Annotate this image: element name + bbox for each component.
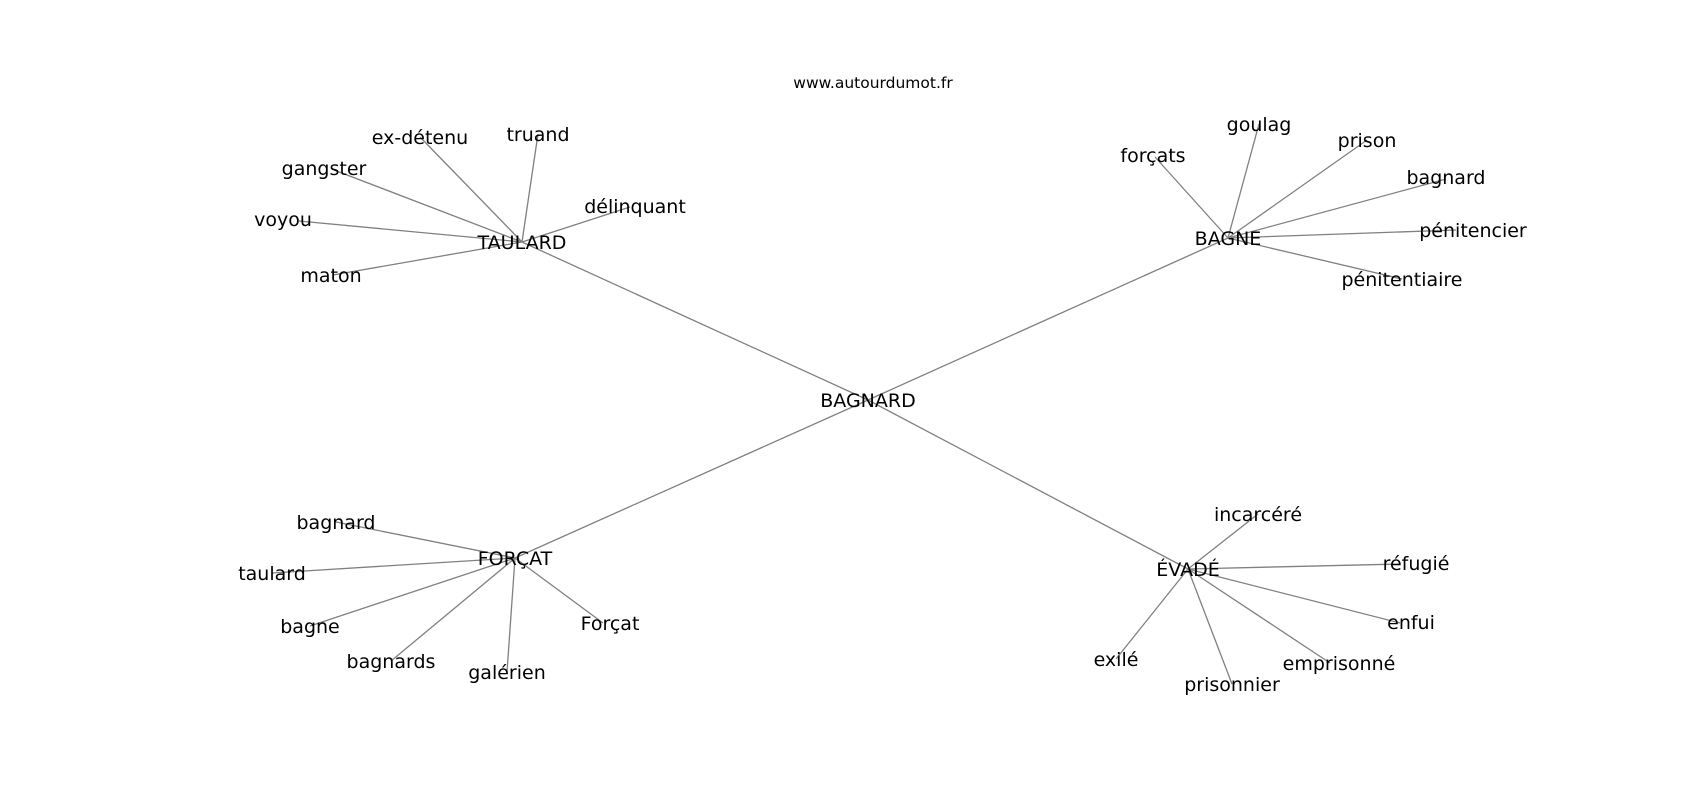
leaf-node-taulard-2[interactable]: gangster	[282, 158, 367, 180]
edge-forcat-to-leaf-5	[506, 557, 516, 673]
edge-bagne-to-leaf-2	[1227, 139, 1368, 239]
edge-evade-to-leaf-4	[1187, 568, 1331, 664]
leaf-node-evade-2[interactable]: enfui	[1387, 612, 1435, 634]
edge-evade-to-leaf-5	[1187, 568, 1233, 685]
leaf-node-taulard-5[interactable]: maton	[300, 265, 361, 287]
edge-taulard-to-leaf-2	[333, 169, 523, 243]
leaf-node-forcat-5[interactable]: galérien	[468, 662, 546, 684]
edge-bagne-to-leaf-3	[1227, 178, 1447, 239]
leaf-node-forcat-4[interactable]: bagnards	[347, 651, 436, 673]
edges-layer	[271, 123, 1457, 685]
leaf-node-taulard-4[interactable]: voyou	[254, 209, 312, 231]
leaf-node-taulard-1[interactable]: truand	[506, 124, 569, 146]
edge-bagne-to-leaf-1	[1154, 156, 1229, 239]
edge-evade-to-leaf-2	[1187, 568, 1401, 624]
edge-forcat-to-leaf-1	[271, 557, 516, 574]
leaf-node-evade-0[interactable]: incarcéré	[1214, 504, 1302, 526]
edge-evade-to-leaf-1	[1187, 563, 1401, 570]
leaf-node-bagne-2[interactable]: prison	[1338, 130, 1397, 152]
leaf-node-bagne-0[interactable]: goulag	[1227, 114, 1292, 136]
labels-layer: BAGNARD TAULARD ex-détenu truand gangster dél…	[238, 114, 1527, 696]
leaf-node-forcat-0[interactable]: bagnard	[297, 512, 376, 534]
edge-evade-to-leaf-3	[1115, 568, 1189, 660]
leaf-node-evade-4[interactable]: emprisonné	[1283, 653, 1396, 675]
leaf-node-evade-3[interactable]: exilé	[1094, 649, 1139, 671]
hub-node-evade[interactable]: ÉVADÉ	[1156, 558, 1219, 581]
hub-node-forcat[interactable]: FORÇAT	[478, 548, 553, 570]
hub-node-bagne[interactable]: BAGNE	[1195, 228, 1262, 250]
leaf-node-taulard-0[interactable]: ex-détenu	[372, 127, 468, 149]
leaf-node-bagne-1[interactable]: forçats	[1120, 145, 1185, 167]
leaf-node-bagne-4[interactable]: pénitencier	[1419, 220, 1527, 242]
edge-forcat-to-leaf-4	[390, 557, 516, 662]
edge-center-to-forcat	[514, 399, 869, 559]
hub-node-taulard[interactable]: TAULARD	[477, 232, 567, 254]
edge-bagne-to-leaf-0	[1227, 123, 1260, 239]
leaf-node-forcat-2[interactable]: bagne	[280, 616, 340, 638]
edge-taulard-to-leaf-5	[332, 241, 523, 276]
edge-bagne-to-leaf-5	[1227, 237, 1403, 280]
edge-forcat-to-leaf-3	[514, 557, 604, 624]
edge-taulard-to-leaf-0	[419, 136, 523, 243]
edge-taulard-to-leaf-1	[521, 133, 539, 243]
edge-center-to-evade	[867, 399, 1189, 570]
leaf-node-taulard-3[interactable]: délinquant	[584, 196, 686, 218]
edge-taulard-to-leaf-4	[298, 220, 523, 243]
center-node-bagnard[interactable]: BAGNARD	[820, 390, 915, 412]
edge-forcat-to-leaf-0	[335, 521, 516, 559]
leaf-node-evade-1[interactable]: réfugié	[1383, 553, 1450, 575]
leaf-node-bagne-5[interactable]: pénitentiaire	[1342, 269, 1463, 291]
site-url-label: www.autourdumot.fr	[793, 74, 953, 92]
edge-evade-to-leaf-0	[1187, 513, 1259, 570]
edge-bagne-to-leaf-4	[1227, 229, 1457, 239]
edge-center-to-bagne	[867, 237, 1229, 401]
leaf-node-evade-5[interactable]: prisonnier	[1184, 674, 1280, 696]
edge-center-to-taulard	[521, 241, 869, 401]
leaf-node-bagne-3[interactable]: bagnard	[1407, 167, 1486, 189]
leaf-node-forcat-1[interactable]: taulard	[238, 563, 306, 585]
edge-forcat-to-leaf-2	[309, 557, 516, 627]
leaf-node-forcat-3[interactable]: Forçat	[581, 613, 640, 635]
edge-taulard-to-leaf-3	[521, 206, 631, 243]
